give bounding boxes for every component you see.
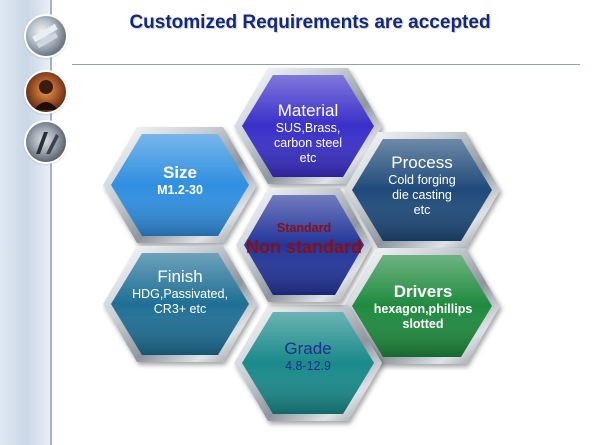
- hardware-photo-icon: [26, 16, 66, 56]
- hex-size: [103, 127, 257, 243]
- slide-title: Customized Requirements are accepted: [129, 12, 491, 33]
- hex-process: [344, 132, 500, 248]
- hex-size-text: Size M1.2-30: [110, 162, 250, 198]
- finish-line-1: HDG,Passivated,: [132, 287, 228, 301]
- process-title: Process: [391, 153, 453, 172]
- process-line-2: die casting: [392, 188, 452, 202]
- center-title: Standard: [276, 221, 332, 235]
- hex-center-text: Standard Non standard: [226, 221, 382, 259]
- drivers-line-2: slotted: [402, 317, 444, 331]
- hex-material-text: Material SUS,Brass, carbon steel etc: [240, 100, 376, 166]
- hex-finish-text: Finish HDG,Passivated, CR3+ etc: [108, 266, 252, 317]
- hex-drivers-text: Drivers hexagon,phillips slotted: [350, 281, 496, 332]
- hex-material: [234, 68, 382, 184]
- hex-process-text: Process Cold forging die casting etc: [350, 152, 494, 218]
- hex-grade: [234, 305, 382, 421]
- material-line-3: etc: [299, 151, 317, 165]
- drivers-title: Drivers: [393, 282, 453, 301]
- grade-line-1: 4.8-12.9: [285, 359, 331, 373]
- process-line-1: Cold forging: [388, 173, 456, 187]
- hex-center: [236, 188, 372, 302]
- material-title: Material: [277, 101, 339, 120]
- process-line-3: etc: [413, 203, 431, 217]
- finish-title: Finish: [157, 267, 203, 286]
- center-subtitle: Non standard: [245, 237, 362, 257]
- hex-finish: [103, 246, 257, 362]
- sidebar-divider: [50, 0, 52, 445]
- person-photo-icon: [26, 72, 66, 112]
- size-title: Size: [162, 163, 198, 182]
- machinery-photo-icon: [26, 122, 66, 162]
- drivers-line-1: hexagon,phillips: [373, 302, 473, 316]
- material-line-1: SUS,Brass,: [275, 121, 341, 135]
- hex-drivers: [344, 248, 500, 364]
- material-line-2: carbon steel: [273, 136, 343, 150]
- finish-line-2: CR3+ etc: [153, 302, 207, 316]
- title-divider: [72, 64, 580, 65]
- size-line-1: M1.2-30: [157, 183, 203, 197]
- hex-grade-text: Grade 4.8-12.9: [240, 338, 376, 374]
- grade-title: Grade: [284, 339, 332, 358]
